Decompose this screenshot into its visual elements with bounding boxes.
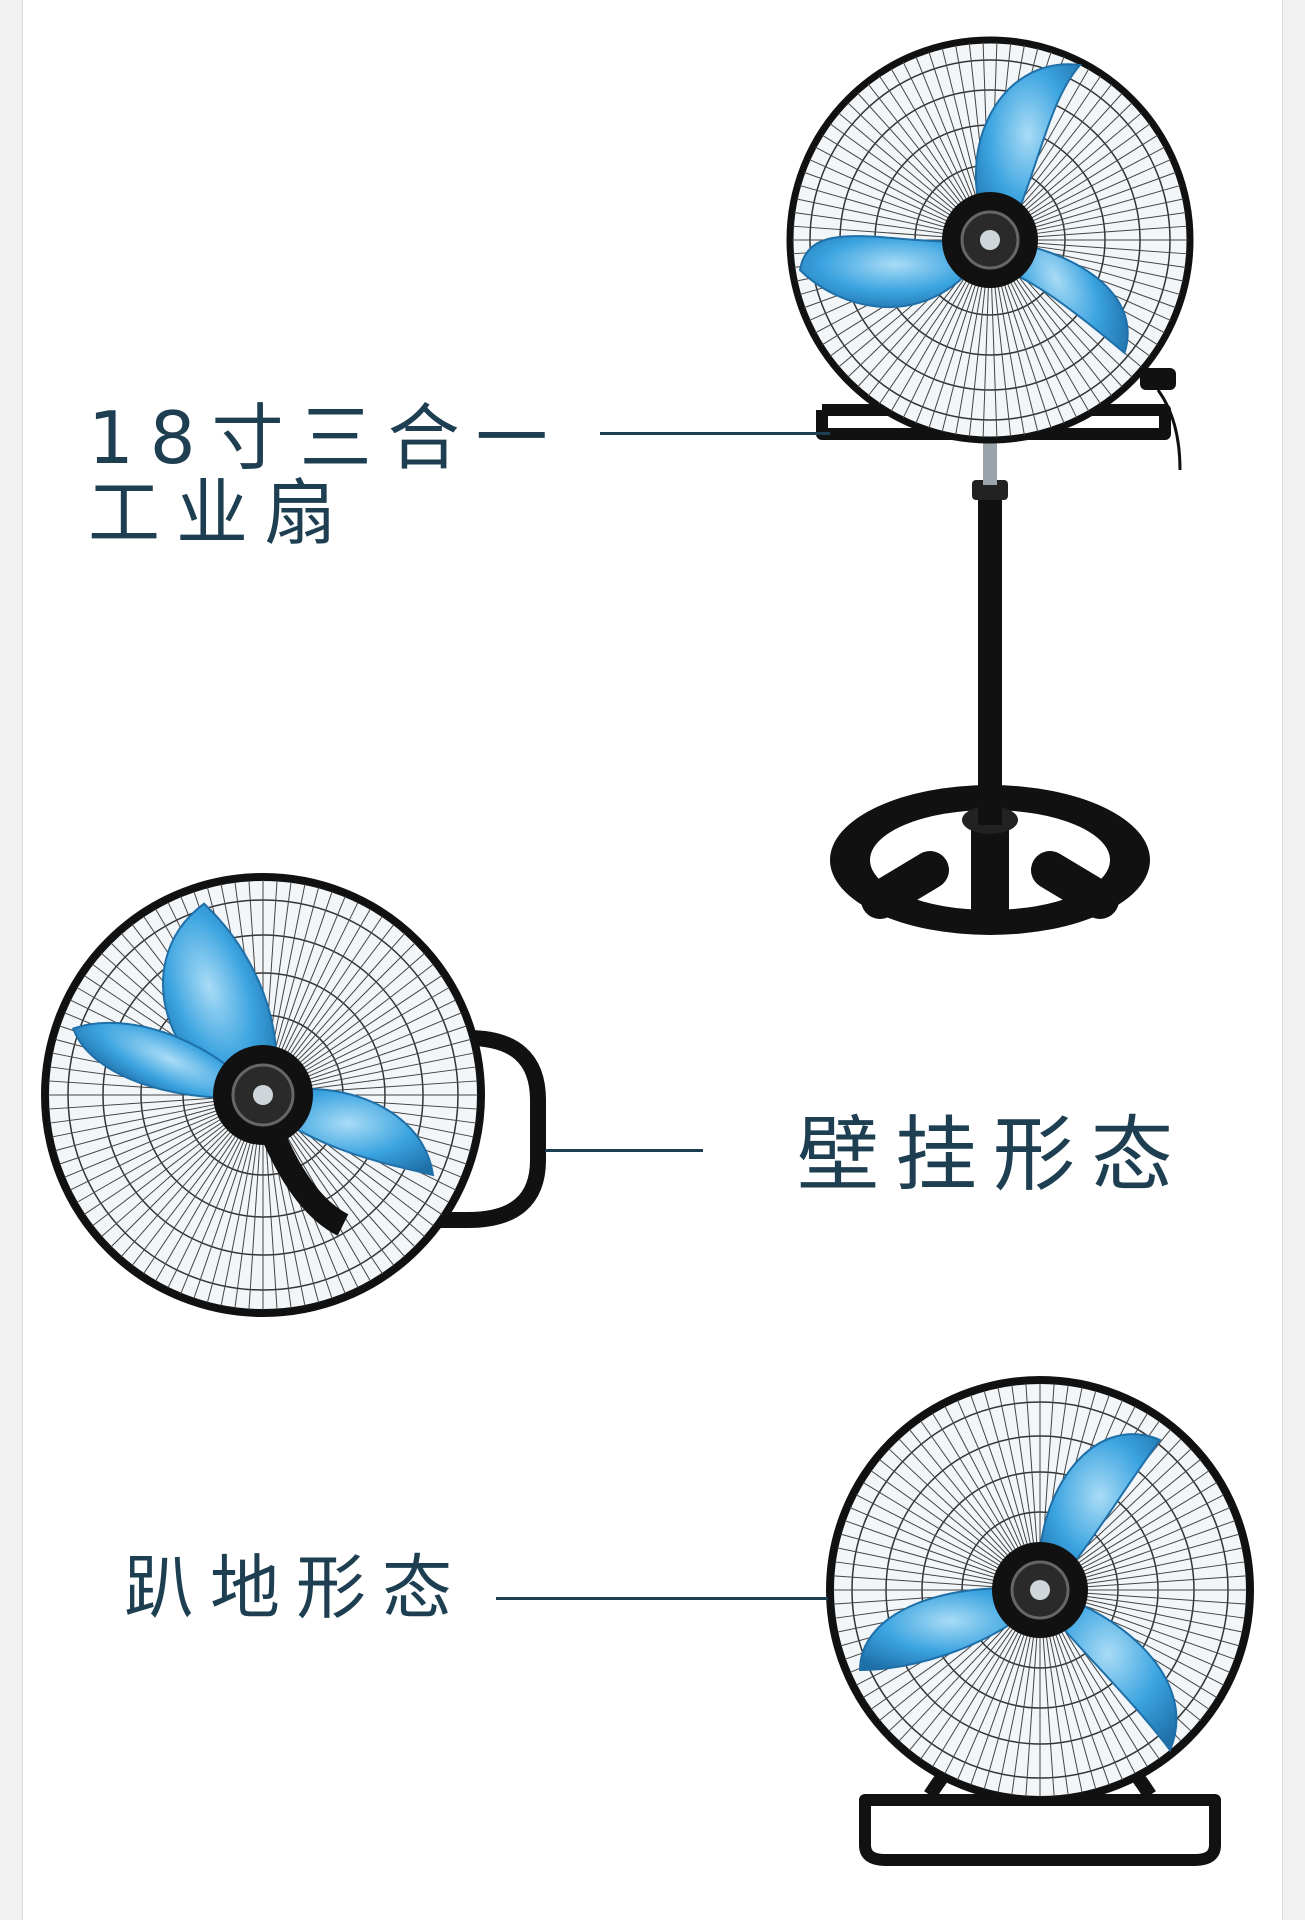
page-right-edge [1282, 0, 1305, 1920]
standing-title-line-1: 18寸三合一 [88, 396, 564, 480]
wall-mode-label: 壁挂形态 [797, 1108, 1190, 1203]
floor-mode-label: 趴地形态 [124, 1547, 468, 1629]
page-left-edge [0, 0, 23, 1920]
wall-leader-line [545, 1149, 703, 1152]
wall-mounted-fan-image [41, 873, 546, 1317]
stand-pole [978, 490, 1002, 825]
floor-stand-frame [859, 1794, 1221, 1866]
standing-leader-line [600, 432, 830, 435]
floor-fan-image [826, 1376, 1254, 1866]
wall-bracket [263, 1030, 546, 1228]
floor-leader-line [496, 1597, 828, 1600]
standing-fan-image [786, 36, 1194, 935]
speed-switch [1140, 368, 1176, 390]
stand-base [830, 785, 1150, 935]
wall-fan-head [41, 873, 485, 1317]
standing-fan-head [786, 36, 1194, 444]
standing-title-line-2: 工业扇 [88, 471, 353, 555]
floor-fan-head [826, 1376, 1254, 1804]
